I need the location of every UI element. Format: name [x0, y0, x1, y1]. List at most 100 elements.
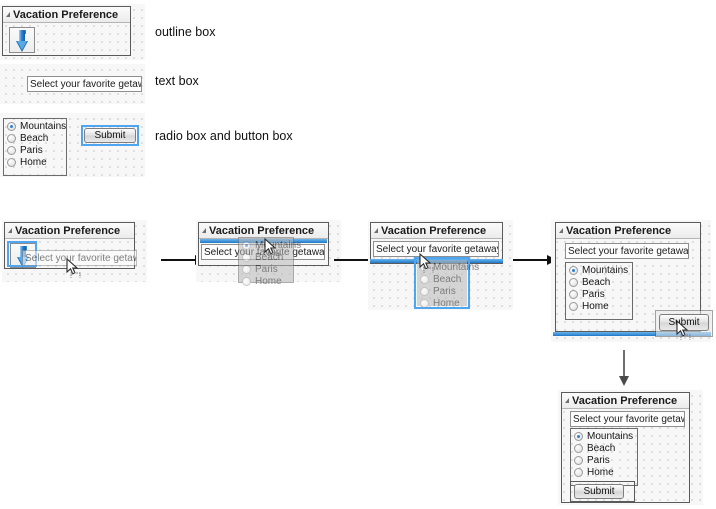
- step-4-insert-line: [553, 332, 711, 336]
- radio-dot-icon[interactable]: [7, 134, 16, 143]
- radio-label: Mountains: [433, 262, 480, 273]
- radio-option[interactable]: Paris: [242, 264, 290, 275]
- legend-radio-box[interactable]: Mountains Beach Paris Home: [3, 118, 67, 176]
- panel-title: Vacation Preference: [209, 224, 315, 237]
- radio-label: Beach: [433, 274, 462, 285]
- flow-arrow-4-down: [619, 350, 629, 386]
- radio-option[interactable]: Paris: [420, 286, 464, 297]
- panel-titlebar: Vacation Preference: [556, 223, 700, 239]
- drop-target-slot[interactable]: [9, 27, 35, 53]
- radio-option[interactable]: Home: [574, 467, 634, 478]
- panel-title: Vacation Preference: [572, 394, 678, 407]
- radio-option[interactable]: Paris: [574, 455, 634, 466]
- radio-dot-icon[interactable]: [242, 265, 251, 274]
- legend-submit-button[interactable]: Submit: [84, 128, 136, 143]
- radio-label: Beach: [587, 443, 616, 454]
- radio-option[interactable]: Paris: [7, 145, 63, 156]
- panel-title: Vacation Preference: [15, 224, 121, 237]
- legend-label-radio-button: radio box and button box: [155, 129, 293, 143]
- radio-dot-icon[interactable]: [574, 444, 583, 453]
- radio-label: Paris: [255, 264, 278, 275]
- radio-label: Paris: [433, 286, 456, 297]
- step-3-text-box[interactable]: Select your favorite getaway.: [373, 241, 499, 257]
- legend-outline-box[interactable]: Vacation Preference: [2, 6, 131, 56]
- radio-dot-icon[interactable]: [569, 278, 578, 287]
- radio-option[interactable]: Home: [7, 157, 63, 168]
- radio-dot-icon[interactable]: [7, 158, 16, 167]
- radio-label: Mountains: [20, 121, 67, 132]
- panel-title: Vacation Preference: [381, 224, 487, 237]
- panel-titlebar: Vacation Preference: [3, 7, 130, 23]
- step-4-outline-box[interactable]: Vacation Preference: [555, 222, 701, 332]
- step-4-dragged-submit-button[interactable]: Submit: [659, 314, 709, 331]
- radio-dot-icon[interactable]: [574, 432, 583, 441]
- step-5-text-box[interactable]: Select your favorite getaway.: [570, 411, 685, 427]
- radio-option[interactable]: Mountains: [574, 431, 634, 442]
- legend-label-outline-box: outline box: [155, 25, 216, 39]
- radio-option[interactable]: Mountains: [7, 121, 67, 132]
- radio-dot-icon[interactable]: [420, 299, 429, 308]
- legend-label-text-box: text box: [155, 74, 199, 88]
- radio-label: Beach: [20, 133, 49, 144]
- radio-dot-icon[interactable]: [569, 302, 578, 311]
- radio-label: Beach: [582, 277, 611, 288]
- radio-label: Paris: [587, 455, 610, 466]
- triangle-icon: [374, 228, 378, 233]
- panel-title: Vacation Preference: [13, 8, 119, 21]
- radio-label: Mountains: [582, 265, 629, 276]
- panel-titlebar: Vacation Preference: [5, 223, 134, 239]
- triangle-icon: [565, 398, 569, 403]
- radio-label: Home: [20, 157, 47, 168]
- radio-option[interactable]: Beach: [574, 443, 634, 454]
- radio-label: Paris: [20, 145, 43, 156]
- radio-option[interactable]: Paris: [569, 289, 629, 300]
- radio-label: Mountains: [255, 240, 302, 251]
- step-4-radio-box[interactable]: Mountains Beach Paris Home: [565, 262, 633, 320]
- radio-option[interactable]: Beach: [420, 274, 464, 285]
- radio-dot-icon[interactable]: [574, 456, 583, 465]
- step-3-outline-box[interactable]: Vacation Preference: [370, 222, 503, 264]
- panel-titlebar: Vacation Preference: [562, 393, 689, 409]
- radio-label: Home: [587, 467, 614, 478]
- radio-option[interactable]: Mountains: [569, 265, 629, 276]
- step-5-radio-box[interactable]: Mountains Beach Paris Home: [570, 428, 638, 486]
- radio-option[interactable]: Beach: [7, 133, 63, 144]
- step-5-outline-box[interactable]: Vacation Preference: [561, 392, 690, 503]
- panel-titlebar: Vacation Preference: [371, 223, 502, 239]
- radio-dot-icon[interactable]: [7, 122, 16, 131]
- radio-dot-icon[interactable]: [574, 468, 583, 477]
- radio-label: Mountains: [587, 431, 634, 442]
- radio-dot-icon[interactable]: [569, 266, 578, 275]
- radio-option[interactable]: Home: [569, 301, 629, 312]
- radio-option[interactable]: Home: [420, 298, 464, 309]
- triangle-icon: [6, 12, 10, 17]
- radio-dot-icon[interactable]: [420, 287, 429, 296]
- triangle-icon: [8, 228, 12, 233]
- step-1-dragged-text-box[interactable]: Select your favorite getaway.: [22, 250, 137, 266]
- radio-option[interactable]: Mountains: [242, 240, 301, 251]
- step-5-button-container: [570, 481, 635, 502]
- step-5-submit-button[interactable]: Submit: [574, 484, 624, 499]
- step-4-text-box[interactable]: Select your favorite getaway.: [565, 243, 689, 259]
- legend-text-box[interactable]: Select your favorite getaway.: [27, 76, 142, 92]
- radio-dot-icon[interactable]: [420, 275, 429, 284]
- triangle-icon: [202, 228, 206, 233]
- radio-dot-icon[interactable]: [569, 290, 578, 299]
- blue-down-arrow-icon: [16, 30, 28, 52]
- radio-label: Home: [255, 276, 282, 287]
- radio-option[interactable]: Beach: [569, 277, 629, 288]
- mouse-cursor-icon: [419, 253, 435, 273]
- step-2-dragged-radio-box[interactable]: Mountains Beach Paris Home: [238, 237, 301, 287]
- radio-dot-icon[interactable]: [7, 146, 16, 155]
- radio-dot-icon[interactable]: [242, 277, 251, 286]
- mouse-cursor-icon: [264, 238, 280, 258]
- radio-label: Home: [433, 298, 460, 309]
- panel-title: Vacation Preference: [566, 224, 672, 237]
- panel-titlebar: Vacation Preference: [199, 223, 328, 239]
- mouse-cursor-icon: [676, 320, 692, 340]
- radio-dot-icon[interactable]: [242, 253, 251, 262]
- radio-dot-icon[interactable]: [242, 241, 251, 250]
- radio-label: Home: [582, 301, 609, 312]
- radio-option[interactable]: Home: [242, 276, 290, 287]
- triangle-icon: [559, 228, 563, 233]
